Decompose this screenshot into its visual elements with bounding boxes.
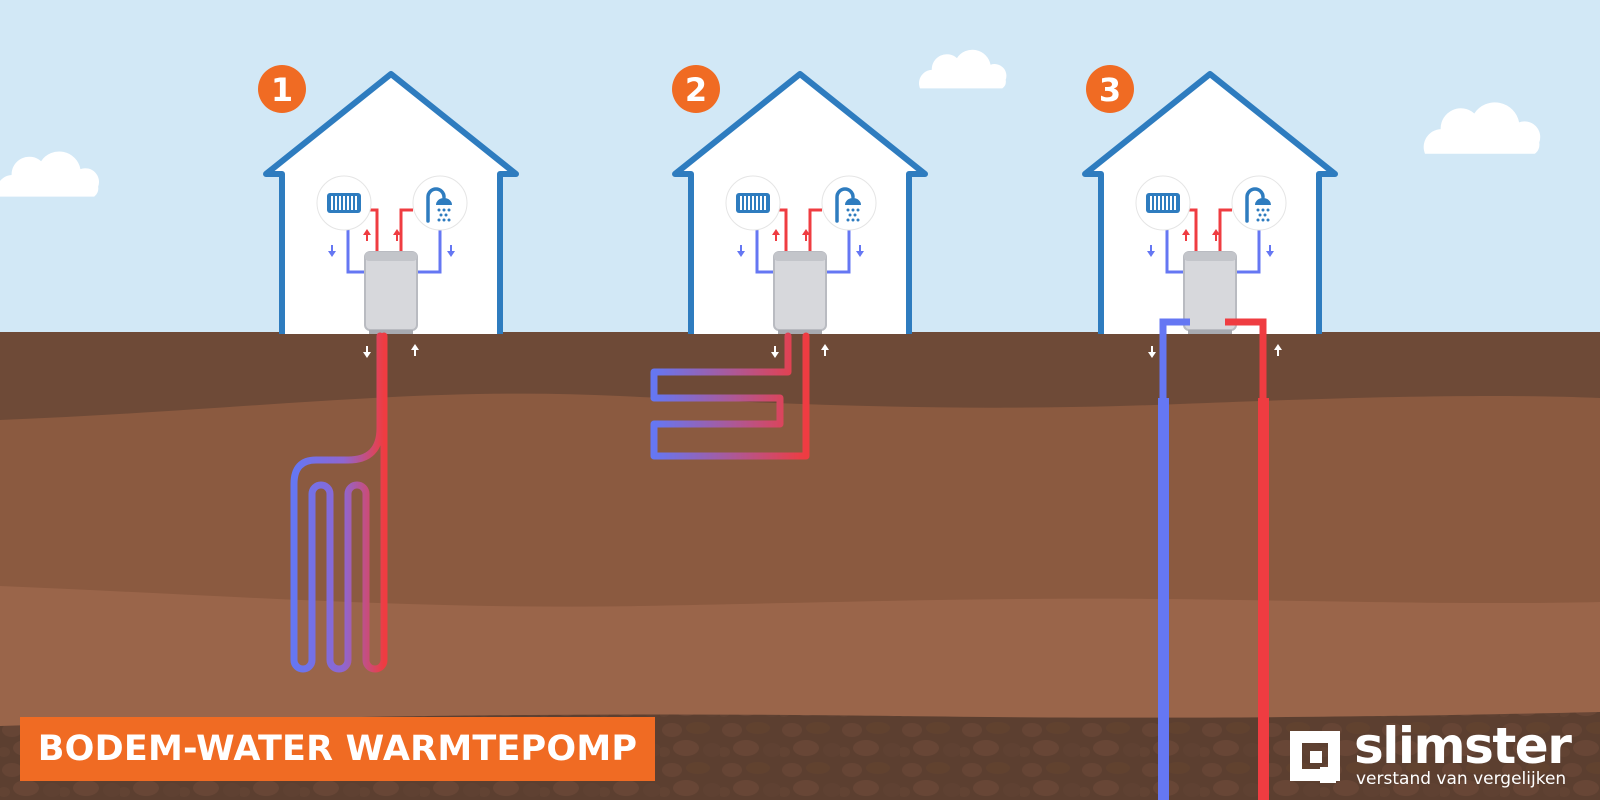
badge-number: 1 <box>271 71 293 109</box>
heat-pump-unit-icon <box>1183 251 1237 334</box>
arrow-down-icon <box>1266 245 1274 257</box>
brand-tagline: verstand van vergelijken <box>1356 769 1567 789</box>
badge-number: 3 <box>1099 71 1121 109</box>
shower-icon <box>1231 175 1287 231</box>
arrow-up-icon <box>772 229 780 241</box>
radiator-icon <box>1135 175 1191 231</box>
title-banner: BODEM-WATER WARMTEPOMP <box>20 717 655 781</box>
arrow-up-icon <box>802 229 810 241</box>
arrow-down-icon <box>856 245 864 257</box>
shower-icon <box>821 175 877 231</box>
page-title: BODEM-WATER WARMTEPOMP <box>37 729 638 769</box>
cloud-icon <box>1423 102 1541 154</box>
arrow-down-icon <box>737 245 745 257</box>
arrow-up-icon <box>1274 344 1282 356</box>
shower-icon <box>412 175 468 231</box>
soil-layers <box>0 332 1600 800</box>
arrow-down-icon <box>363 346 371 358</box>
radiator-icon <box>725 175 781 231</box>
cloud-icon <box>919 49 1007 89</box>
logo-mark-icon <box>1290 731 1340 783</box>
cloud-icon <box>0 151 99 197</box>
collector-system-1 <box>290 332 388 673</box>
badge-2: 2 <box>672 65 720 113</box>
arrow-down-icon <box>1148 346 1156 358</box>
arrow-up-icon <box>411 344 419 356</box>
radiator-icon <box>316 175 372 231</box>
arrow-up-icon <box>821 344 829 356</box>
house-1 <box>263 71 519 334</box>
collector-system-2 <box>650 332 810 460</box>
badge-number: 2 <box>685 71 707 109</box>
ground-flow-arrows <box>363 344 1282 358</box>
badge-1: 1 <box>258 65 306 113</box>
arrow-up-icon <box>1182 229 1190 241</box>
house-3 <box>1082 71 1338 334</box>
arrow-up-icon <box>363 229 371 241</box>
houses <box>263 71 1338 334</box>
arrow-down-icon <box>771 346 779 358</box>
house-2 <box>672 71 928 334</box>
badge-3: 3 <box>1086 65 1134 113</box>
collector-system-3 <box>1158 318 1269 800</box>
arrow-down-icon <box>447 245 455 257</box>
arrow-down-icon <box>1147 245 1155 257</box>
heat-pump-unit-icon <box>364 251 418 334</box>
heat-pump-unit-icon <box>773 251 827 334</box>
arrow-down-icon <box>328 245 336 257</box>
brand-name: slimster <box>1354 717 1572 775</box>
arrow-up-icon <box>1212 229 1220 241</box>
arrow-up-icon <box>393 229 401 241</box>
brand-logo: slimster verstand van vergelijken <box>1286 719 1592 789</box>
